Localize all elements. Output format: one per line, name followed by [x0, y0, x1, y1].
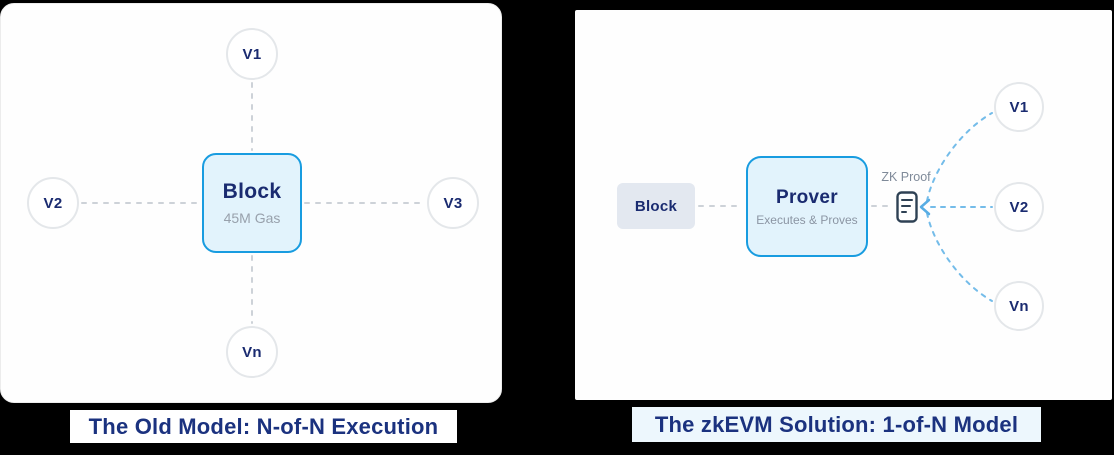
validator-node-v2: V2 [27, 177, 79, 229]
zk-proof-label: ZK Proof [881, 170, 931, 184]
validator-node-vn: Vn [994, 281, 1044, 331]
validator-node-v3: V3 [427, 177, 479, 229]
caption-text: The Old Model: N-of-N Execution [88, 413, 439, 439]
source-block-label: Block [634, 197, 678, 215]
zkevm-model-caption: The zkEVM Solution: 1-of-N Model [632, 407, 1041, 442]
caption-text: The zkEVM Solution: 1-of-N Model [654, 411, 1019, 437]
connector-proof-vn [926, 212, 993, 302]
old-model-caption: The Old Model: N-of-N Execution [70, 410, 457, 443]
validator-node-v1: V1 [994, 82, 1044, 132]
validator-label: V2 [43, 194, 63, 212]
validator-label: V3 [443, 194, 463, 212]
prover-title: Prover [775, 186, 838, 208]
validator-label: Vn [242, 343, 262, 361]
prover-subtitle: Executes & Proves [756, 212, 858, 227]
block-title: Block [222, 180, 282, 203]
prover-node: Prover Executes & Proves [746, 156, 868, 257]
validator-label: Vn [1009, 297, 1029, 315]
validator-node-v2: V2 [994, 182, 1044, 232]
validator-node-v1: V1 [226, 28, 278, 80]
validator-node-vn: Vn [226, 326, 278, 378]
connector-proof-v1 [926, 112, 993, 202]
block-node: Block 45M Gas [202, 153, 302, 253]
old-model-panel: V1 V2 V3 Vn Block 45M Gas [0, 3, 502, 403]
block-subtitle: 45M Gas [223, 210, 281, 226]
zk-proof-document-icon [896, 191, 918, 223]
zkevm-model-panel: Block Prover Executes & Proves ZK Proof … [575, 10, 1112, 400]
validator-label: V1 [1009, 98, 1029, 116]
validator-label: V2 [1009, 198, 1029, 216]
arrowhead-left-icon [919, 198, 931, 216]
validator-label: V1 [242, 45, 262, 63]
source-block-node: Block [617, 183, 695, 229]
